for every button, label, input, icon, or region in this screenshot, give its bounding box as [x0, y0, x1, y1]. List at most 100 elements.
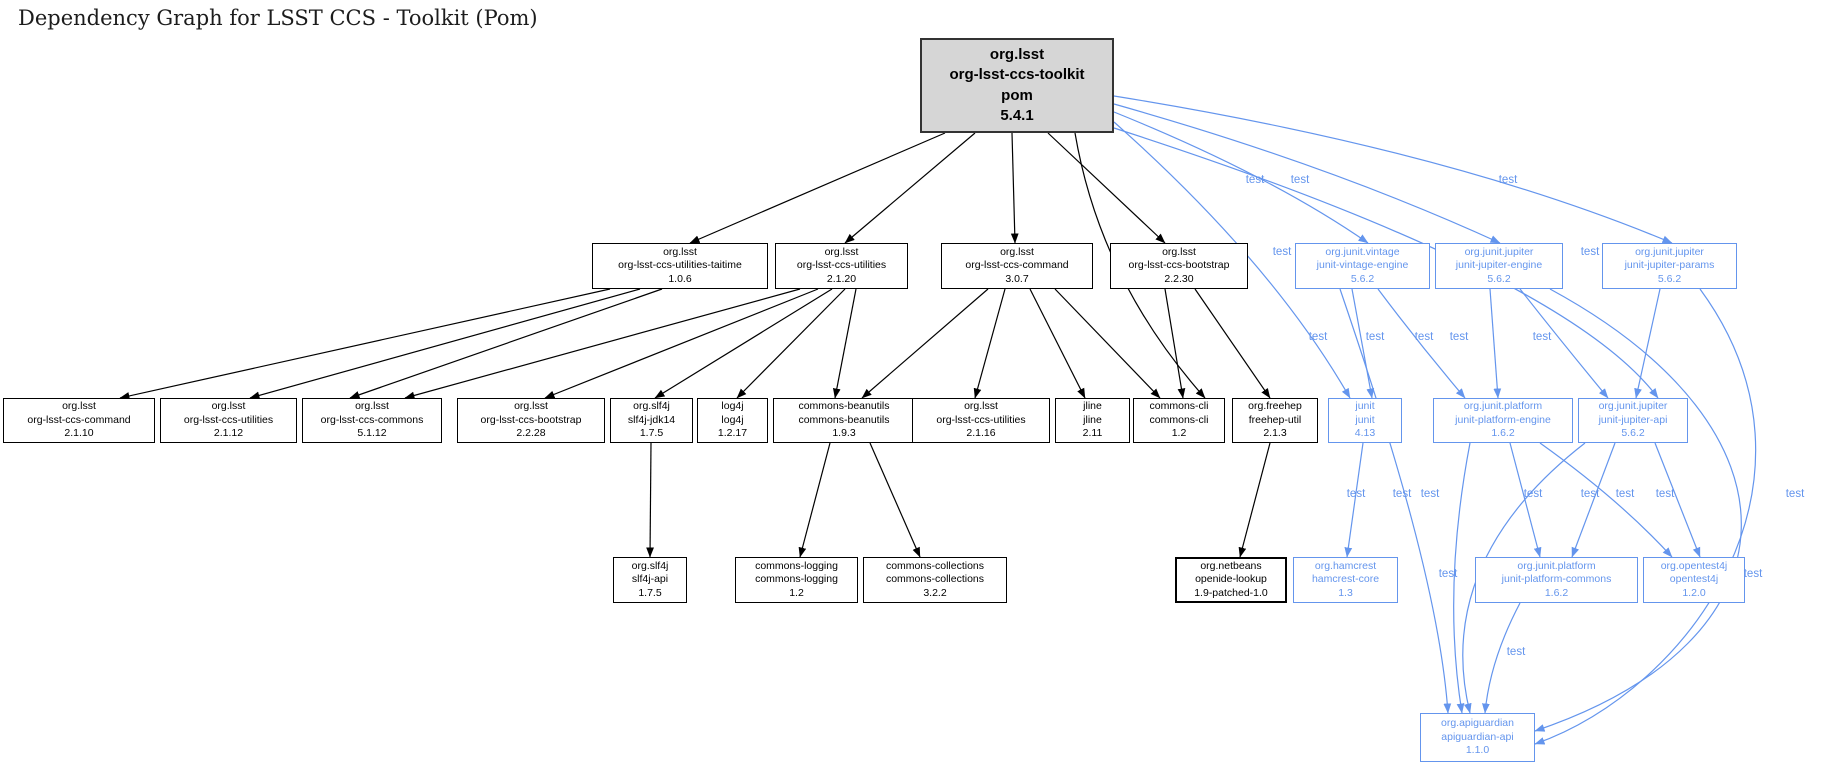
node-label-line: 2.1.20 — [826, 272, 857, 285]
node-label-line: org.lsst — [663, 245, 697, 258]
node-label-line: 1.6.2 — [1544, 586, 1569, 599]
edge-scope-label: test — [1392, 488, 1412, 500]
node-label-line: 1.9.3 — [832, 427, 856, 440]
node-label-line: org.hamcrest — [1314, 559, 1377, 572]
node-label-line: log4j — [721, 413, 744, 426]
node-label-line: org.netbeans — [1200, 559, 1262, 572]
node-label-line: org.slf4j — [633, 400, 670, 413]
node-label-line: 1.0.6 — [668, 272, 692, 285]
node-label-line: openide-lookup — [1195, 573, 1267, 586]
dependency-edge-platformCommons-apiguardian — [1482, 602, 1521, 714]
node-label-line: junit — [1355, 413, 1375, 426]
edge-scope-label: test — [1449, 331, 1469, 343]
node-label-line: 5.4.1 — [1000, 106, 1034, 124]
node-label-line: commons-cli — [1149, 400, 1209, 413]
node-label-line: 1.2.0 — [1682, 586, 1706, 599]
node-label-line: 1.2 — [1171, 427, 1187, 440]
node-label-line: 1.7.5 — [638, 586, 662, 599]
node-label-line: org.junit.jupiter — [1598, 400, 1668, 413]
node-label-line: pom — [1001, 86, 1033, 104]
dependency-edge-command307-jline — [1029, 288, 1086, 399]
node-label-line: 2.2.28 — [516, 427, 546, 440]
node-label-line: org.lsst — [824, 245, 859, 258]
dependency-edge-command307-beanutils — [861, 288, 989, 399]
dependency-edge-utilities2120-beanutils — [832, 288, 857, 399]
dependency-edge-root-taitime — [689, 132, 946, 244]
node-label-line: junit-platform-commons — [1501, 573, 1612, 586]
node-label-line: 5.6.2 — [1657, 272, 1682, 285]
node-label-line: org.lsst — [355, 400, 389, 413]
node-label-line: org.junit.platform — [1463, 400, 1543, 413]
dependency-edge-jupiterApi-apiguardian — [1462, 442, 1586, 714]
edge-scope-label: test — [1245, 174, 1265, 186]
node-label-line: 3.2.2 — [923, 586, 947, 599]
edge-scope-label: test — [1523, 488, 1543, 500]
dependency-edge-taitime-commons5112 — [349, 288, 663, 399]
dependency-edge-platformEngine-opentest4j — [1539, 442, 1673, 558]
node-label-line: org.opentest4j — [1660, 559, 1728, 572]
node-label-line: 2.1.12 — [213, 427, 244, 440]
dependency-edge-jupiterEngine-apiguardian — [1534, 288, 1742, 732]
node-label-line: org-lsst-ccs-utilities — [183, 413, 274, 426]
node-label-line: hamcrest-core — [1311, 573, 1380, 586]
edge-scope-label: test — [1498, 174, 1518, 186]
edge-scope-label: test — [1532, 331, 1552, 343]
edge-scope-label: test — [1615, 488, 1635, 500]
node-label-line: commons-cli — [1149, 413, 1209, 426]
edge-scope-label: test — [1580, 488, 1600, 500]
dependency-edge-platformEngine-apiguardian — [1453, 442, 1471, 714]
dependency-edge-root-utilities2120 — [844, 132, 976, 244]
node-label-line: 1.1.0 — [1465, 744, 1490, 757]
edge-scope-label: test — [1365, 331, 1385, 343]
dependency-edge-bootstrap2230-freehepUtil — [1194, 288, 1271, 399]
node-label-line: org.slf4j — [631, 559, 669, 572]
dependency-edge-taitime-utilities2112 — [249, 288, 641, 400]
dependency-edge-root-vintageEngine — [1113, 111, 1369, 244]
node-label-line: 1.6.2 — [1491, 427, 1515, 440]
node-label-line: org.junit.platform — [1517, 559, 1596, 572]
node-label-line: 1.3 — [1338, 586, 1353, 599]
dependency-edge-root-command307 — [1010, 132, 1019, 244]
node-label-line: org.junit.vintage — [1325, 245, 1400, 258]
node-label-line: org.lsst — [62, 400, 96, 413]
node-label-line: org.lsst — [211, 400, 246, 413]
node-label-line: org.lsst — [1162, 245, 1196, 258]
node-label-line: org-lsst-ccs-command — [965, 259, 1069, 272]
node-label-line: 2.2.30 — [1164, 272, 1194, 285]
node-label-line: junit — [1355, 400, 1375, 413]
node-label-line: freehep-util — [1248, 413, 1302, 426]
edge-scope-label: test — [1580, 246, 1600, 258]
node-label-line: org.lsst — [514, 400, 548, 413]
node-label-line: opentest4j — [1669, 573, 1719, 586]
node-label-line: 3.0.7 — [1005, 272, 1029, 285]
node-label-line: commons-logging — [755, 573, 838, 586]
edge-scope-label: test — [1346, 488, 1366, 500]
node-label-line: 2.1.10 — [64, 427, 94, 440]
edge-scope-label: test — [1290, 174, 1310, 186]
edge-scope-label: test — [1414, 331, 1434, 343]
dependency-edge-utilities2120-log4j — [736, 288, 846, 399]
node-label-line: org-lsst-ccs-toolkit — [949, 66, 1085, 84]
node-label-line: jline — [1083, 413, 1102, 426]
node-label-line: 1.2 — [789, 586, 804, 599]
node-label-line: 5.6.2 — [1487, 272, 1511, 285]
node-label-line: org.junit.jupiter — [1635, 245, 1704, 258]
node-label-line: org-lsst-ccs-commons — [320, 413, 424, 426]
dependency-edge-command307-commonsCli — [1054, 288, 1161, 399]
